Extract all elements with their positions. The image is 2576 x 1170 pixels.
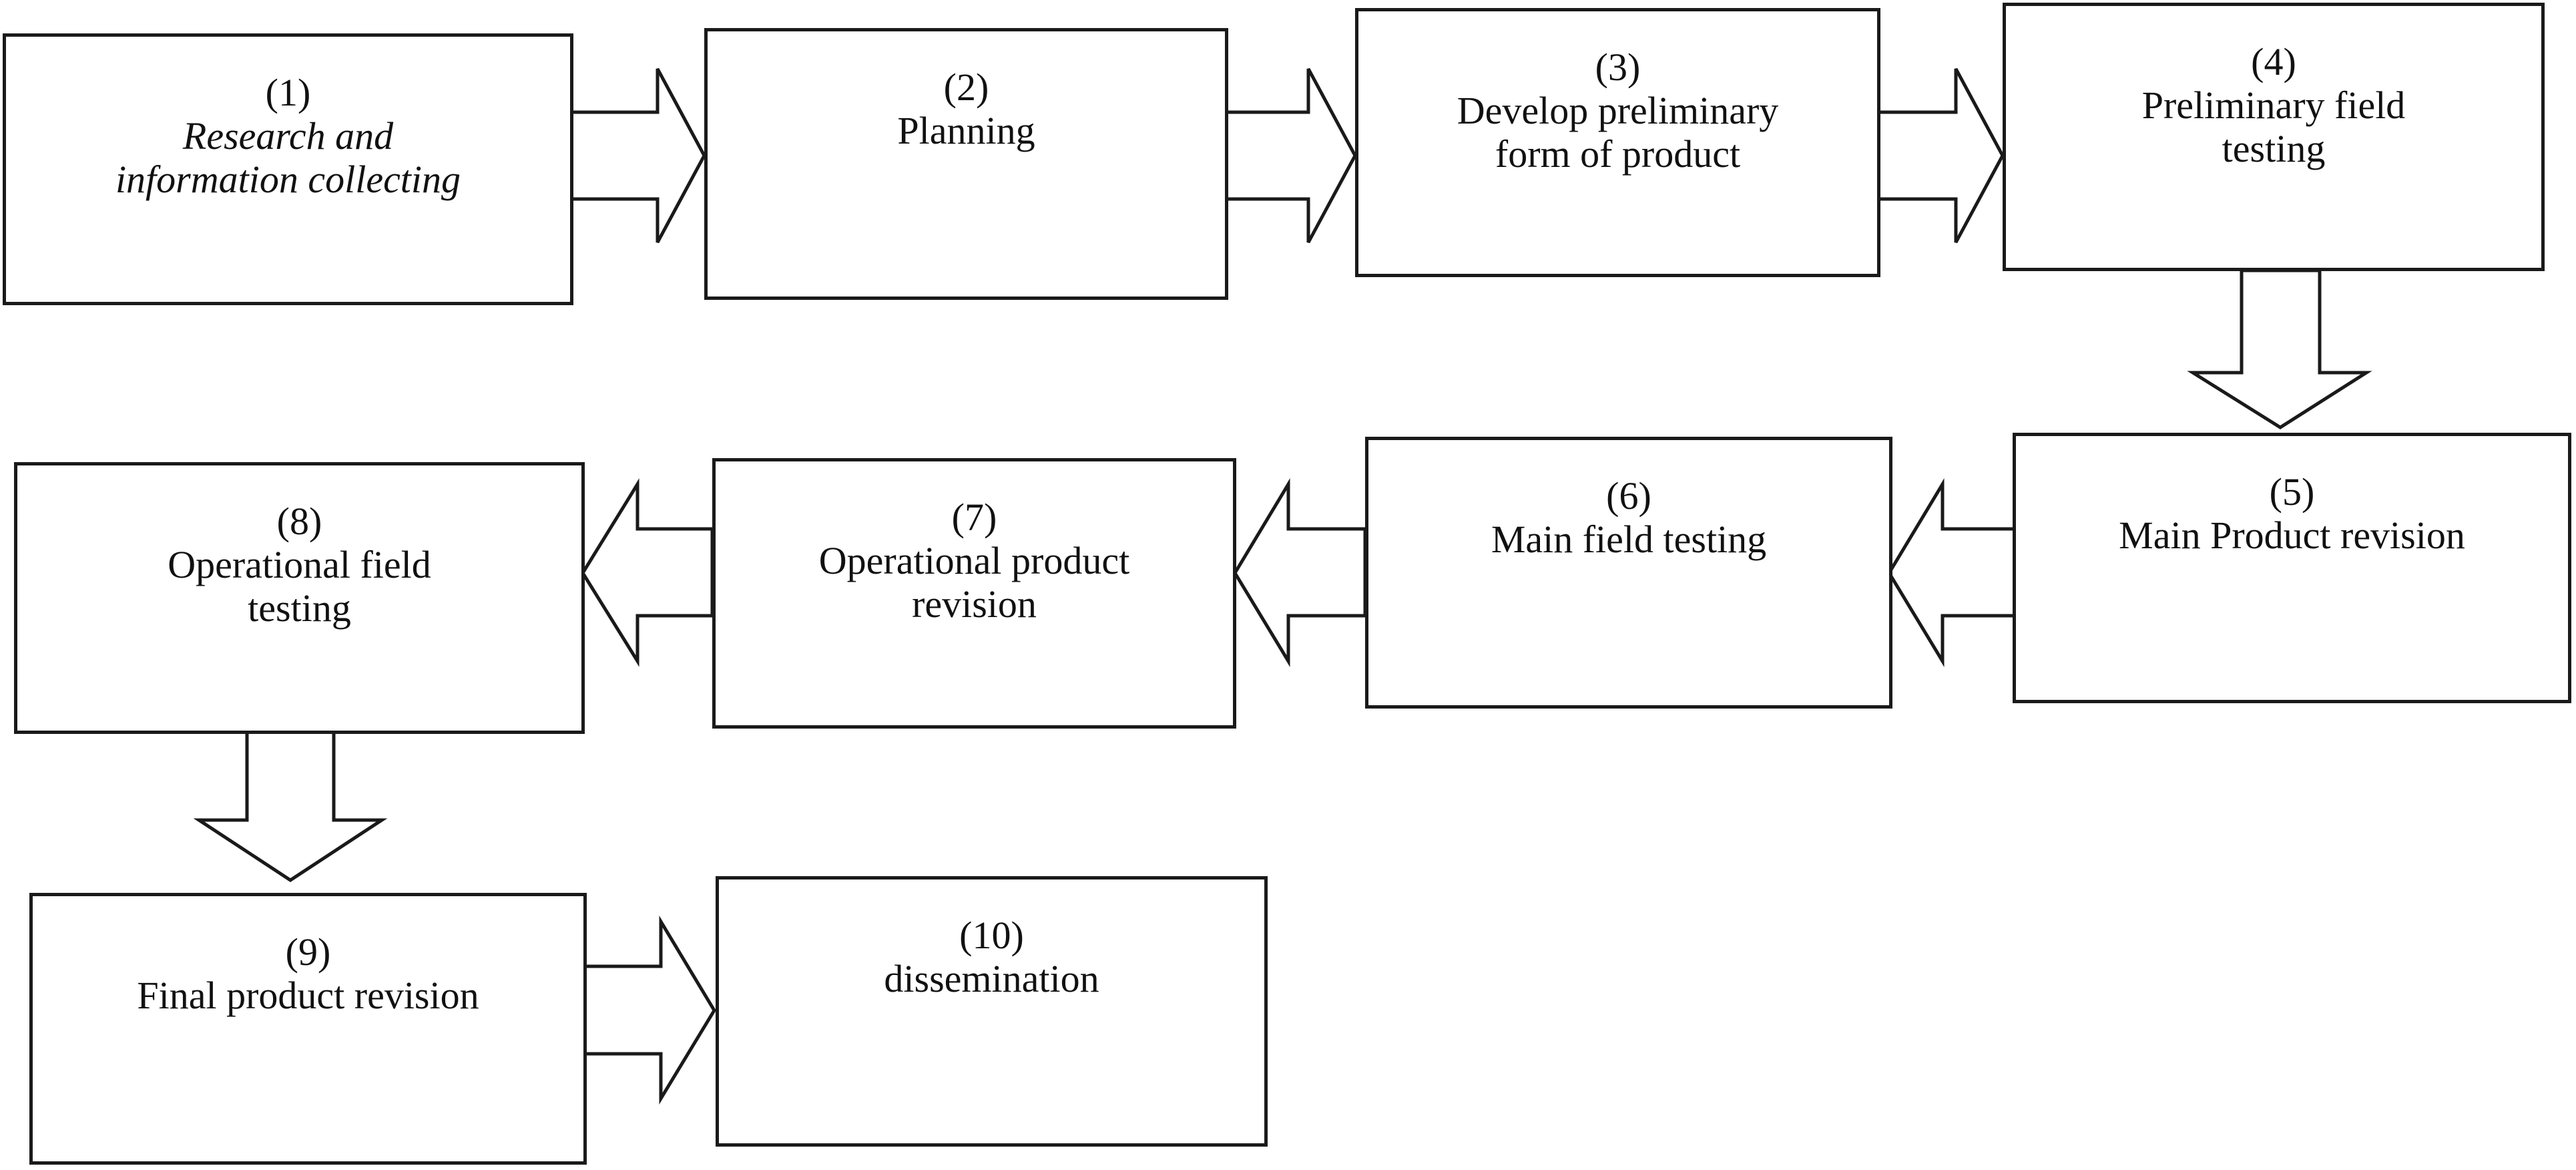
step-1-research: (1) Research and information collecting	[3, 33, 573, 305]
step-number: (3)	[1595, 45, 1641, 89]
step-label-line-2: testing	[2222, 126, 2326, 170]
step-number: (2)	[943, 65, 989, 109]
step-number: (10)	[959, 914, 1024, 957]
step-number: (7)	[951, 496, 997, 539]
step-10-dissemination: (10) dissemination	[716, 876, 1268, 1147]
step-label-line-1: Develop preliminary	[1457, 88, 1779, 132]
step-number: (9)	[285, 930, 331, 974]
arrow-8-to-9	[193, 729, 388, 882]
step-2-planning: (2) Planning	[704, 28, 1228, 300]
step-7-operational-revision: (7) Operational product revision	[712, 458, 1236, 729]
step-number: (4)	[2251, 40, 2296, 83]
step-label-line-2: revision	[912, 582, 1037, 626]
arrow-7-to-8	[581, 478, 714, 667]
step-4-preliminary-testing: (4) Preliminary field testing	[2003, 3, 2545, 271]
step-label-line-1: Planning	[897, 108, 1035, 152]
step-label-line-1: Final product revision	[137, 973, 479, 1017]
step-label-line-1: Main field testing	[1491, 517, 1767, 561]
arrow-6-to-7	[1233, 477, 1367, 667]
step-label-line-1: Operational product	[818, 538, 1130, 582]
step-label-line-1: Main Product revision	[2119, 513, 2465, 557]
step-label-line-1: dissemination	[884, 956, 1099, 1000]
step-label-line-1: Preliminary field	[2141, 83, 2406, 127]
arrow-2-to-3	[1224, 67, 1357, 244]
step-label-line-1: Operational field	[168, 542, 431, 586]
step-number: (5)	[2269, 470, 2315, 514]
arrow-9-to-10	[583, 915, 716, 1105]
step-number: (6)	[1606, 474, 1651, 518]
step-8-operational-testing: (8) Operational field testing	[14, 462, 585, 734]
step-label-line-2: testing	[248, 586, 351, 630]
arrow-3-to-4	[1876, 67, 2005, 244]
step-3-develop: (3) Develop preliminary form of product	[1355, 8, 1880, 277]
arrow-4-to-5	[2187, 268, 2372, 429]
step-9-final-revision: (9) Final product revision	[29, 893, 587, 1165]
arrow-5-to-6	[1887, 477, 2017, 667]
step-number: (8)	[276, 500, 322, 543]
step-6-main-testing: (6) Main field testing	[1365, 437, 1892, 709]
step-label-line-2: information collecting	[115, 157, 461, 201]
step-label-line-2: form of product	[1495, 132, 1741, 176]
step-number: (1)	[265, 71, 311, 114]
arrow-1-to-2	[569, 67, 706, 244]
step-label-line-1: Research and	[182, 114, 394, 158]
step-5-main-revision: (5) Main Product revision	[2013, 433, 2571, 703]
